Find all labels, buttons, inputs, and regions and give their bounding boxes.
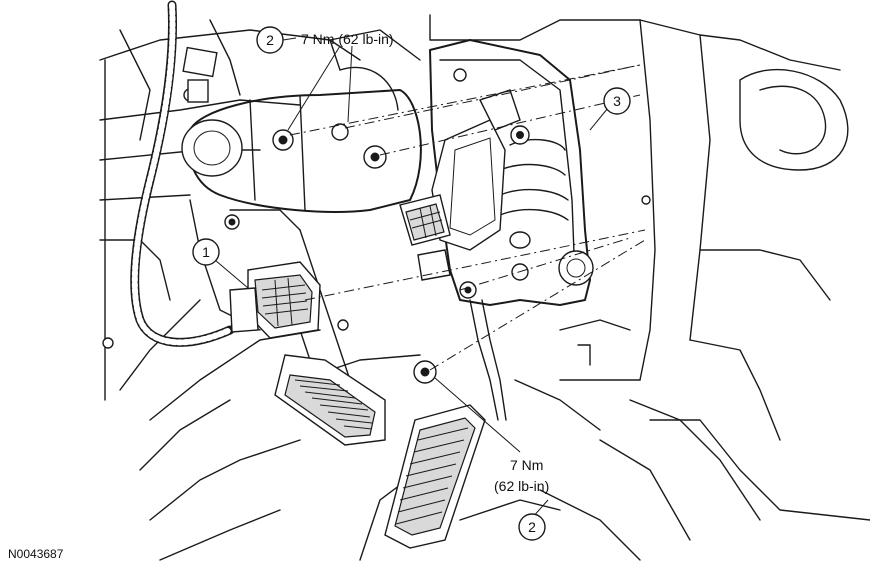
bracket-stud — [453, 68, 467, 82]
accelerator-pedal-grip — [394, 417, 476, 536]
bracket-nut-center — [370, 152, 380, 162]
wiring-harness — [130, 0, 235, 347]
figure-id: N0043687 — [8, 547, 64, 561]
callout-3: 3 — [603, 87, 631, 115]
structure-hole — [641, 195, 651, 205]
torque-spec-top: 7 Nm (62 lb-in) — [301, 31, 394, 47]
column-collar — [181, 119, 243, 177]
bracket-hole — [509, 231, 531, 249]
bracket-hole — [558, 250, 594, 286]
floor-stud — [413, 360, 437, 384]
harness-clip — [187, 79, 209, 103]
steering-column — [181, 29, 422, 213]
bracket-nut-center — [516, 131, 524, 139]
callout-2-bottom-number: 2 — [528, 519, 536, 535]
alignment-lines — [289, 64, 646, 371]
accelerator-bracket — [429, 39, 594, 306]
callout-2-top-number: 2 — [266, 32, 274, 48]
callout-2-bottom: 2 — [518, 513, 546, 541]
callout-1-number: 1 — [202, 244, 210, 260]
pedal-connector — [229, 261, 321, 339]
callout-3-number: 3 — [613, 93, 621, 109]
structure-hole — [337, 319, 349, 331]
torque-spec-bottom-line2: (62 lb-in) — [494, 478, 549, 494]
accelerator-pedal — [384, 299, 507, 549]
dash-structure — [99, 14, 870, 561]
brake-pedal — [274, 329, 386, 446]
structure-bolt-center — [228, 218, 236, 226]
leader-lines — [214, 37, 609, 519]
callout-2-top: 2 — [256, 26, 284, 54]
torque-spec-bottom-line1: 7 Nm — [510, 457, 543, 473]
harness-clip — [182, 46, 218, 78]
callout-1: 1 — [192, 238, 220, 266]
bracket-nut — [331, 123, 349, 141]
sensor-connector — [399, 194, 451, 281]
structure-hole — [102, 337, 114, 349]
bracket-nut-center — [278, 135, 288, 145]
